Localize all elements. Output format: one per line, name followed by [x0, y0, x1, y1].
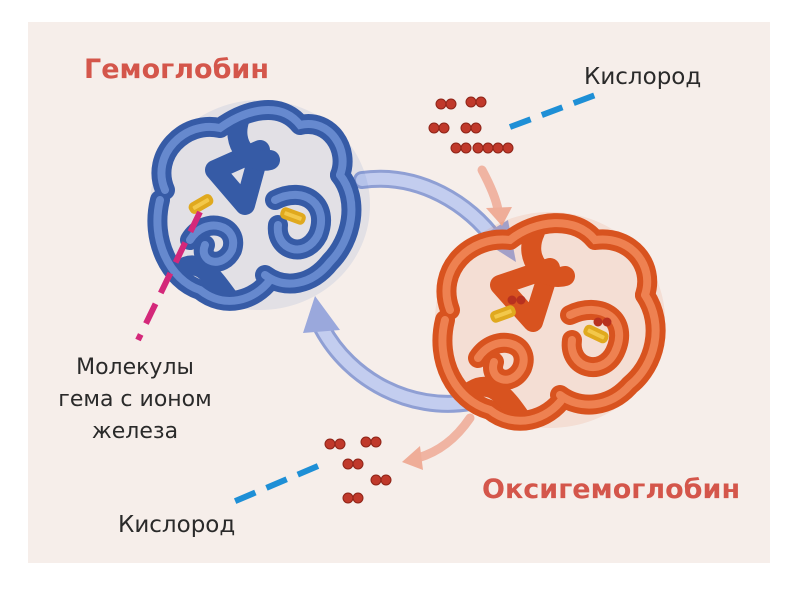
oxygen-molecules-bottom [324, 436, 392, 504]
oxygen-molecule-icon [465, 96, 487, 108]
oxygen-molecule-icon [342, 492, 364, 504]
heme-label-line1: Молекулы [76, 355, 194, 380]
oxyhemoglobin-label: Оксигемоглобин [482, 474, 741, 505]
oxygen-molecule-icon [460, 122, 482, 134]
hemoglobin-protein-icon [147, 100, 370, 311]
oxygen-bottom-pointer-line [224, 463, 320, 508]
oxygen-top-label: Кислород [584, 64, 702, 90]
oxygen-in-arrow [477, 165, 512, 226]
cycle-arrow-bottom [303, 296, 479, 413]
heme-pointer-line [135, 210, 203, 342]
heme-label-line2: гема с ионом [58, 387, 212, 412]
oxygen-bottom-label: Кислород [118, 512, 236, 538]
heme-label-line3: железа [91, 419, 179, 444]
oxygen-molecule-icon [492, 142, 514, 154]
oxygen-molecule-icon [472, 142, 494, 154]
hemoglobin-label: Гемоглобин [84, 54, 269, 85]
oxygen-top-pointer-line [508, 91, 600, 130]
oxyhemoglobin-protein-icon [432, 212, 666, 431]
oxygen-molecule-icon [435, 98, 457, 110]
oxygen-molecule-icon [324, 438, 346, 450]
oxygen-molecule-icon [342, 458, 364, 470]
heme-molecules-label: Молекулы гема с ионом железа [30, 352, 240, 448]
oxygen-molecule-icon [428, 122, 450, 134]
oxygen-out-arrow [402, 413, 475, 470]
oxygen-molecules-top [428, 96, 514, 154]
oxygen-molecule-icon [360, 436, 382, 448]
oxygen-molecule-icon [450, 142, 472, 154]
oxygen-molecule-icon [370, 474, 392, 486]
